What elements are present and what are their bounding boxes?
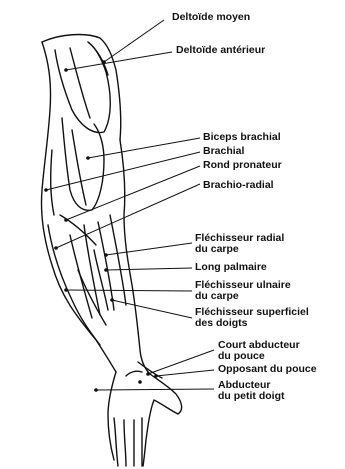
label-line-2: du petit doigt	[218, 391, 284, 402]
label-biceps-brachial: Biceps brachial	[203, 132, 281, 143]
label-flechisseur-superficiel-doigts: Fléchisseur superficiel des doigts	[195, 307, 309, 329]
motor-point-dots	[44, 60, 158, 392]
label-brachial: Brachial	[203, 146, 244, 157]
label-line-2: du carpe	[195, 244, 284, 255]
label-opposant-pouce: Opposant du pouce	[218, 364, 317, 375]
brachial-shape	[51, 150, 54, 215]
label-deltoide-moyen: Deltoïde moyen	[172, 12, 250, 23]
arm-medial-outline	[120, 140, 150, 374]
label-line-2: du carpe	[195, 291, 291, 302]
label-court-abducteur-pouce: Court abducteur du pouce	[218, 340, 300, 362]
label-abducteur-petit-doigt: Abducteur du petit doigt	[218, 380, 284, 402]
label-brachio-radial: Brachio-radial	[203, 180, 274, 191]
brachio-radial-shape	[48, 225, 100, 345]
label-flechisseur-radial-carpe: Fléchisseur radial du carpe	[195, 233, 284, 255]
label-line-2: du pouce	[218, 351, 300, 362]
label-deltoide-anterieur: Deltoïde antérieur	[176, 45, 265, 56]
label-long-palmaire: Long palmaire	[195, 262, 267, 273]
hand-outline	[108, 372, 116, 460]
arm-illustration	[41, 35, 181, 466]
leader-lines	[46, 20, 214, 390]
label-flechisseur-ulnaire-carpe: Fléchisseur ulnaire du carpe	[195, 280, 291, 302]
fingers	[114, 418, 118, 466]
deltoid-anterior-shape	[55, 42, 110, 133]
label-line-2: des doigts	[195, 318, 309, 329]
label-rond-pronateur: Rond pronateur	[203, 160, 282, 171]
